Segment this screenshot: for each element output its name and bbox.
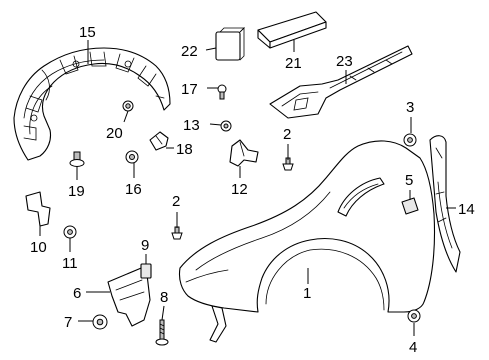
callout-4: 4 (409, 339, 417, 356)
screw-17-hardware (217, 84, 227, 100)
callout-13: 13 (183, 117, 200, 134)
nut-13-hardware (220, 120, 232, 132)
callout-11: 11 (62, 255, 78, 272)
callout-15: 15 (79, 24, 96, 41)
callout-10: 10 (30, 239, 47, 256)
callout-19: 19 (68, 183, 85, 200)
callout-1: 1 (303, 285, 311, 302)
nut-2b-hardware (171, 226, 183, 240)
push-clip-part (149, 131, 169, 151)
nut-7-hardware (92, 314, 108, 330)
fender-liner-part (13, 47, 171, 161)
callout-7: 7 (64, 314, 72, 331)
absorber-block-part (257, 11, 327, 49)
fender-bracket-part (229, 139, 259, 167)
callout-23: 23 (336, 53, 353, 70)
callout-22: 22 (181, 43, 198, 60)
nut-20-hardware (122, 100, 134, 112)
callout-14: 14 (458, 201, 475, 218)
insulator-pad-part (215, 27, 245, 61)
callout-20: 20 (106, 125, 123, 142)
callout-2-bottom: 2 (172, 193, 180, 210)
callout-21: 21 (285, 55, 302, 72)
nut-3-hardware (403, 133, 417, 147)
callout-3: 3 (406, 99, 414, 116)
callout-16: 16 (125, 181, 142, 198)
nut-4-hardware (407, 309, 421, 323)
front-fender-part (178, 140, 436, 343)
callout-8: 8 (160, 289, 168, 306)
callout-6: 6 (73, 285, 81, 302)
callout-2-top: 2 (283, 126, 291, 143)
callout-18: 18 (176, 141, 193, 158)
nut-2a-hardware (282, 157, 294, 171)
callout-17: 17 (181, 81, 198, 98)
bolt-8-hardware (155, 319, 169, 346)
fender-seal-part (269, 45, 413, 119)
lower-bracket-part (25, 191, 51, 227)
support-bracket-part (107, 265, 151, 327)
callout-9: 9 (141, 237, 149, 254)
leader-lines (39, 40, 456, 336)
bolt-19-hardware (69, 151, 85, 167)
callout-labels: 1 2 2 3 4 5 6 7 8 9 10 11 12 13 14 15 16… (30, 24, 475, 356)
rear-seal-part (429, 135, 461, 273)
nut-16-hardware (125, 150, 139, 164)
callout-5: 5 (405, 172, 413, 189)
nut-11-hardware (63, 225, 77, 239)
small-clip-part (140, 263, 152, 279)
callout-12: 12 (231, 181, 248, 198)
